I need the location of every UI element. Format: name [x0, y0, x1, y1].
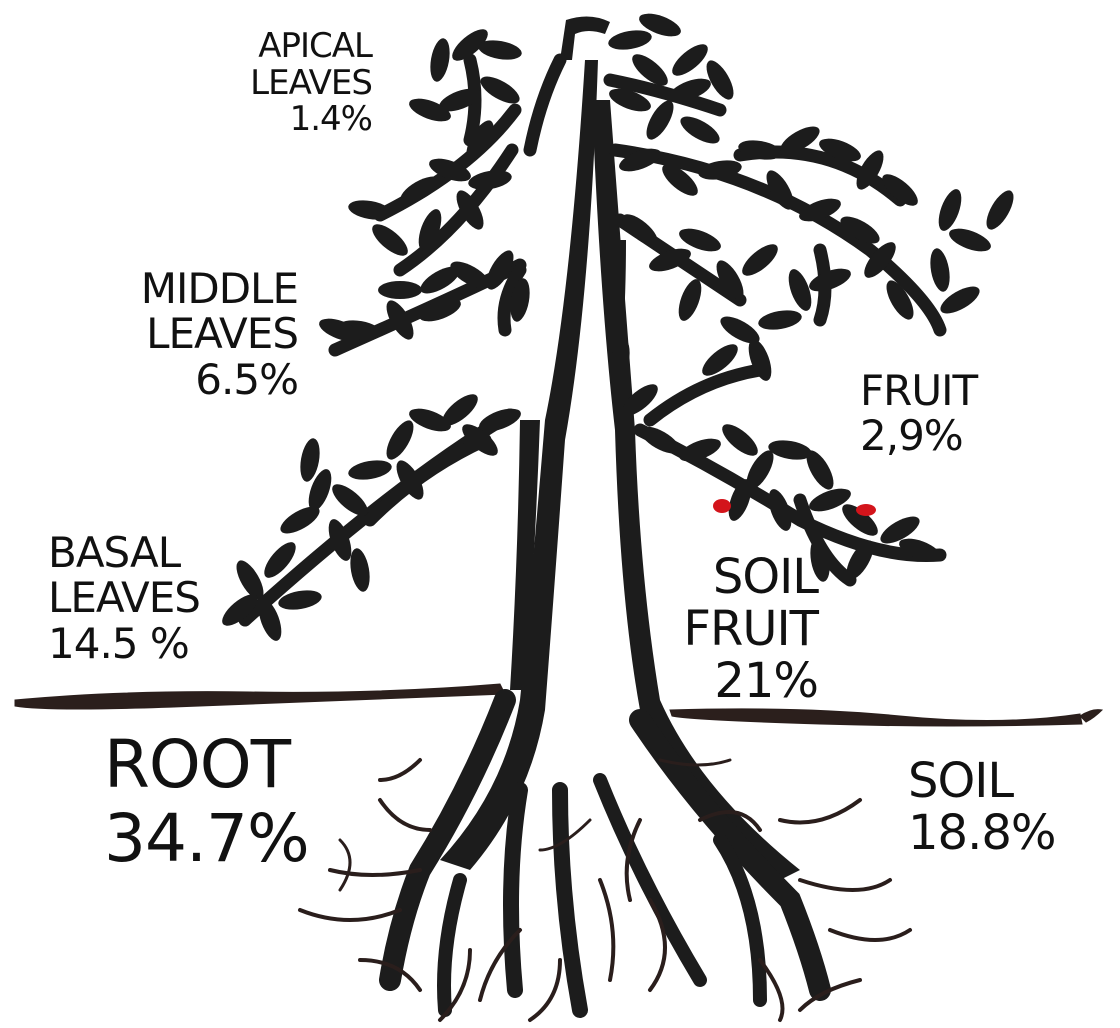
- label-middle-line1: MIDDLE: [141, 266, 298, 311]
- label-root-value: 34.7%: [104, 802, 309, 876]
- label-apical-line1: APICAL: [250, 28, 372, 65]
- label-apical-leaves: APICAL LEAVES 1.4%: [250, 28, 372, 138]
- label-soil-line1: SOIL: [908, 756, 1055, 808]
- label-fruit-value: 2,9%: [860, 413, 977, 458]
- ground-line: [15, 684, 1102, 726]
- label-soil-fruit-value: 21%: [683, 656, 818, 708]
- label-middle-leaves: MIDDLE LEAVES 6.5%: [141, 266, 298, 402]
- roots: [300, 700, 910, 1020]
- fruit-right: [856, 504, 876, 516]
- label-soil-value: 18.8%: [908, 808, 1055, 860]
- label-soil: SOIL 18.8%: [908, 756, 1055, 860]
- label-root-line1: ROOT: [104, 728, 309, 802]
- label-soil-fruit-line1: SOIL: [683, 552, 818, 604]
- label-soil-fruit: SOIL FRUIT 21%: [683, 552, 818, 707]
- label-basal-value: 14.5 %: [48, 621, 200, 666]
- label-basal-line2: LEAVES: [48, 575, 200, 620]
- label-fruit-line1: FRUIT: [860, 368, 977, 413]
- label-apical-value: 1.4%: [250, 101, 372, 138]
- label-soil-fruit-line2: FRUIT: [683, 604, 818, 656]
- label-middle-line2: LEAVES: [141, 311, 298, 356]
- fruit-left: [713, 499, 731, 513]
- label-basal-line1: BASAL: [48, 530, 200, 575]
- label-apical-line2: LEAVES: [250, 65, 372, 102]
- label-root: ROOT 34.7%: [104, 728, 309, 876]
- label-basal-leaves: BASAL LEAVES 14.5 %: [48, 530, 200, 666]
- label-fruit: FRUIT 2,9%: [860, 368, 977, 459]
- label-middle-value: 6.5%: [141, 357, 298, 402]
